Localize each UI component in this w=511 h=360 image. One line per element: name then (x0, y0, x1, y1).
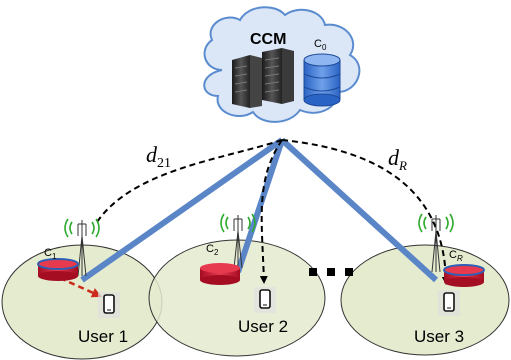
backhaul-link-1 (80, 137, 284, 283)
ccm-label: CCM (250, 31, 286, 48)
cache-disk-icon (200, 263, 240, 285)
cache-label-cr: CR (449, 249, 463, 263)
cells (1, 239, 510, 360)
cloud-cache-label: C0 (314, 38, 327, 52)
ellipsis-dots (309, 268, 353, 276)
distance-label-dr: dR (388, 145, 407, 173)
backhaul-links (80, 137, 439, 283)
smartphone-icon (254, 287, 276, 313)
server-rack-icon (232, 48, 294, 108)
user-label-2: User 2 (238, 317, 288, 336)
cell-tower-icon (64, 218, 100, 277)
user-label-3: User 3 (414, 327, 464, 346)
backhaul-link-r (279, 137, 439, 283)
backhaul-link-2 (235, 139, 285, 273)
dashed-paths (94, 139, 450, 285)
cell-tower-icon (418, 213, 454, 273)
cache-disk-icon (443, 264, 485, 287)
smartphone-icon (438, 290, 460, 316)
cell-tower-icon (220, 213, 256, 269)
cache-label-c2: C2 (206, 243, 219, 257)
distance-label-d21: d21 (146, 142, 171, 171)
user-label-1: User 1 (78, 327, 128, 346)
cell-2-area (148, 239, 326, 357)
dashed-path-user2 (259, 139, 283, 284)
cache-disk-icon (37, 258, 79, 281)
database-icon (303, 53, 341, 107)
dashed-path-cell1 (94, 139, 283, 226)
smartphone-icon (98, 292, 120, 318)
local-cache-arrow (59, 276, 102, 298)
cache-label-c1: C1 (44, 247, 57, 261)
